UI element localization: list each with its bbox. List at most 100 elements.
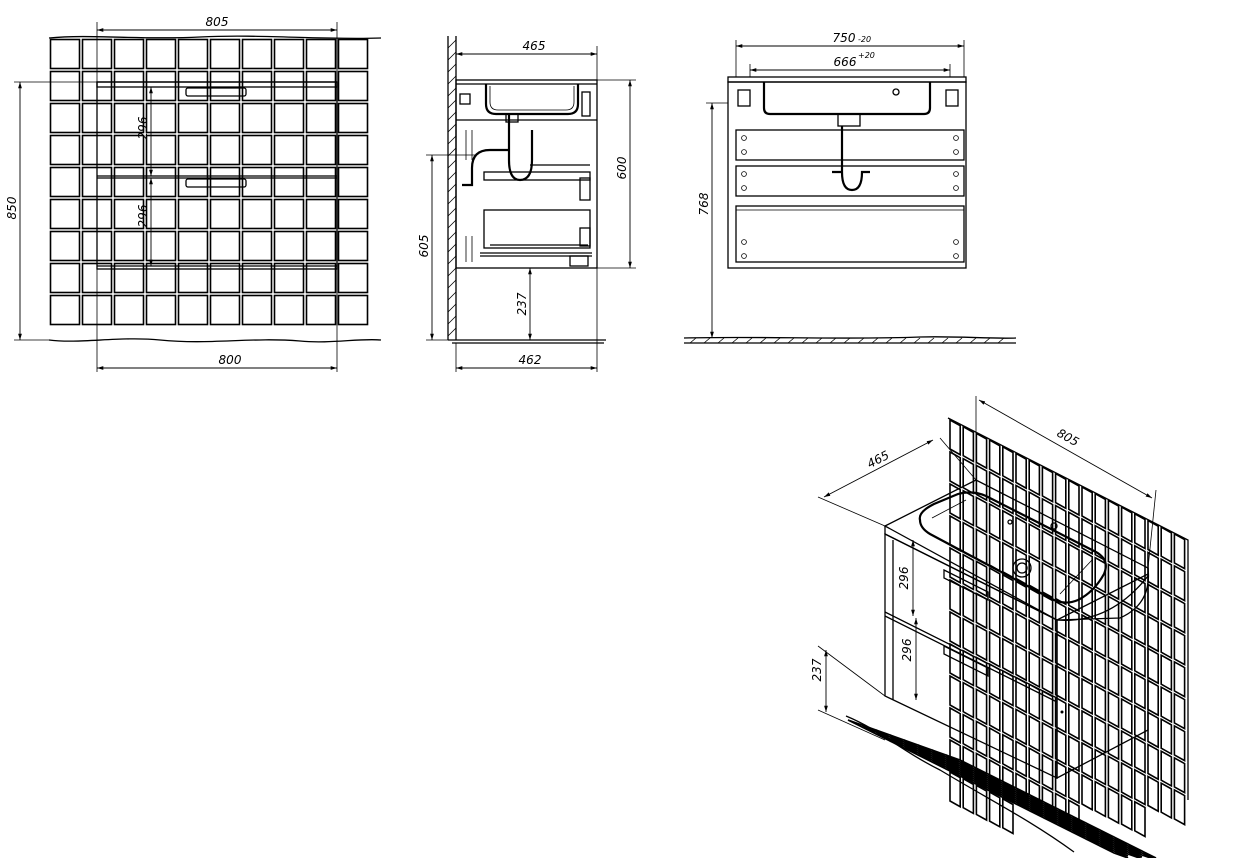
wall-tile [49, 102, 81, 134]
hole [953, 149, 959, 155]
iso-wall-tile [1134, 576, 1146, 614]
hatch-line [447, 315, 457, 325]
floor-hatch-line [829, 337, 837, 344]
floor-hatch-line [983, 337, 991, 344]
hole [741, 253, 747, 259]
iso-wall-tile [1147, 743, 1159, 781]
wall-tile [273, 198, 305, 230]
wall-tile [177, 102, 209, 134]
iso-wall-tile [1173, 596, 1186, 634]
iso-wall-tile [1015, 580, 1027, 618]
iso-wall-tile [975, 432, 988, 470]
iso-wall-tile [1094, 716, 1107, 754]
wall-tile [177, 38, 209, 70]
wall-tile [177, 294, 209, 326]
iso-wall-tile [1120, 633, 1133, 672]
iso-wall-tile [1068, 606, 1080, 645]
iso-wall-tile [988, 598, 1001, 637]
iso-dim-floor-gap: 237 [810, 658, 824, 681]
iso-wall-tile [1054, 728, 1067, 766]
wall-tile [241, 70, 273, 102]
wall-tile [113, 102, 145, 134]
hatch-line [447, 51, 457, 61]
wall-tile [49, 166, 81, 198]
hatch-line [447, 303, 457, 313]
siphon [507, 114, 534, 182]
side-view: 465 600 605 237 462 [417, 36, 636, 372]
floor-hatch-line [857, 337, 865, 344]
rear-dim-total-height: 768 [697, 192, 711, 215]
iso-wall-tile [1068, 766, 1080, 805]
wall-tile [177, 166, 209, 198]
iso-wall-tile [1160, 685, 1173, 724]
floor-hatch-line [955, 337, 963, 344]
mounting-holes [741, 135, 959, 259]
iso-wall-tile [975, 720, 988, 758]
wall-tile [241, 262, 273, 294]
iso-handle-bottom [943, 644, 989, 678]
iso-wall-tile [1094, 620, 1107, 658]
wall-tile [337, 166, 369, 198]
iso-wall-tile [1147, 775, 1159, 813]
iso-wall-tile [1134, 672, 1146, 710]
floor-hatch-line [717, 337, 725, 344]
wall-tile [145, 70, 177, 102]
hatch-line [447, 159, 457, 169]
wall-tile [273, 230, 305, 262]
hole [741, 135, 747, 141]
front-dim-bottom: 800 [219, 353, 242, 367]
iso-wall-tile [1147, 647, 1159, 685]
wall-tile [241, 294, 273, 326]
iso-wall-tile [988, 790, 1001, 829]
wall-tile [209, 166, 241, 198]
iso-wall-tile [1120, 729, 1133, 768]
side-dim-floor-gap: 237 [515, 292, 529, 315]
wall-tile [49, 38, 81, 70]
iso-wall-tile [1120, 601, 1133, 640]
iso-wall-tile [1147, 711, 1159, 749]
iso-wall-tile [1028, 522, 1041, 561]
iso-wall-tile [1094, 748, 1107, 786]
iso-wall-tile [949, 418, 961, 457]
iso-wall-tile [1107, 499, 1120, 537]
wall-tile [145, 294, 177, 326]
hole [953, 253, 959, 259]
cabinet-rear [727, 81, 967, 269]
rear-view: 750 -20 666 +20 768 [683, 31, 1017, 344]
iso-wall-tile [1081, 549, 1093, 588]
wall-tile [337, 38, 369, 70]
hatch-line [447, 135, 457, 145]
iso-wall-tile [1107, 691, 1120, 729]
wall-tile [305, 262, 337, 294]
iso-wall-tile [1081, 741, 1093, 780]
hatch-line [447, 75, 457, 85]
iso-wall-tile [1160, 781, 1173, 820]
floor-hatch-line [913, 337, 921, 344]
iso-wall-tile [1002, 797, 1014, 835]
iso-wall-tile [1134, 768, 1146, 806]
iso-wall-tile [975, 496, 988, 534]
iso-wall-tile [1120, 793, 1133, 832]
iso-wall-tile [1081, 645, 1093, 684]
hatch-line [447, 183, 457, 193]
rear-dim-outer-tol: -20 [858, 35, 871, 44]
wall-tile [113, 134, 145, 166]
hatch-line [447, 231, 457, 241]
iso-wall-tile [988, 502, 1001, 541]
iso-wall-tile [1028, 554, 1041, 593]
wall-tile [113, 38, 145, 70]
side-dim-cabinet-height: 600 [615, 156, 629, 179]
iso-wall-tile [988, 726, 1001, 765]
wall-tile [337, 262, 369, 294]
iso-wall-tile [1081, 485, 1093, 524]
drawer-box-lower [483, 209, 591, 249]
iso-wall-tile [975, 688, 988, 726]
iso-wall-tile [1160, 557, 1173, 596]
iso-wall-tile [1173, 564, 1186, 602]
wall-tile [209, 294, 241, 326]
floor-hatch-line [801, 337, 809, 344]
iso-wall-tile [962, 617, 975, 655]
hole [953, 239, 959, 245]
iso-wall-tile [1120, 569, 1133, 608]
